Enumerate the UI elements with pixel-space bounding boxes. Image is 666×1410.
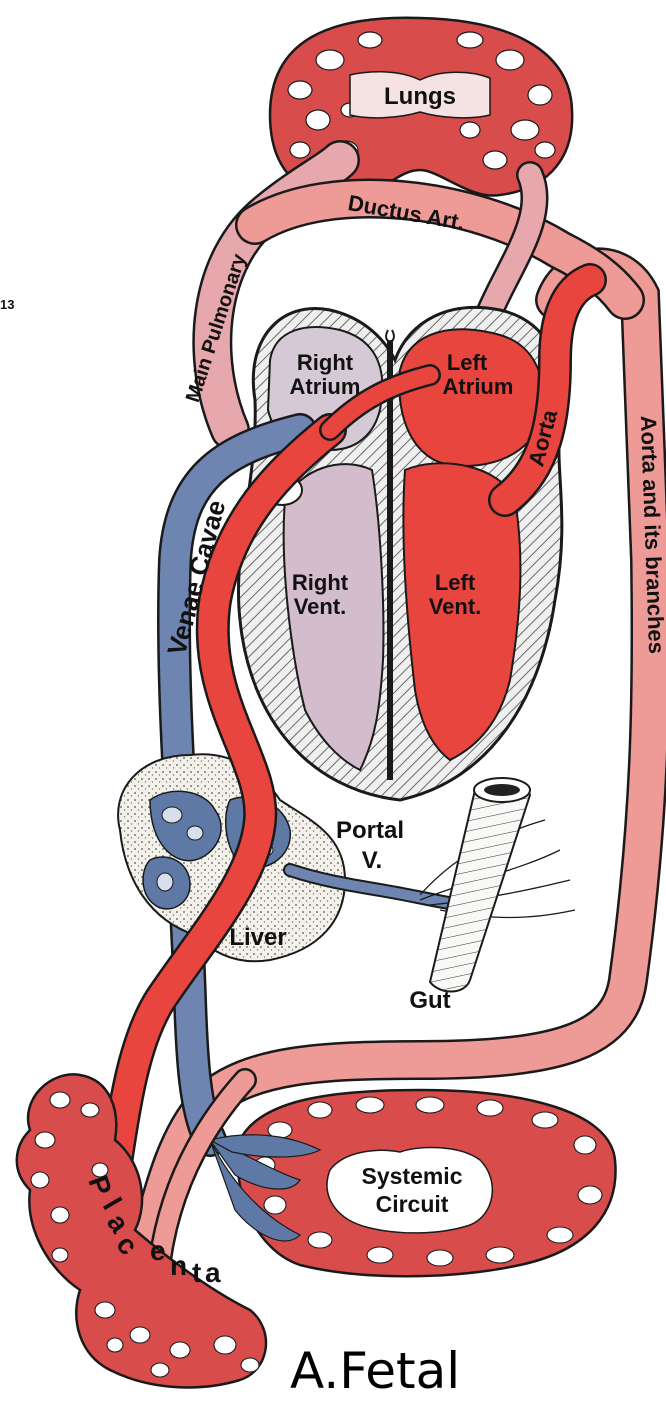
portal-label: Portal <box>336 817 404 844</box>
right-atrium-label-2: Atrium <box>290 374 361 399</box>
edge-fragment-text: 13 <box>0 297 14 312</box>
right-vent-label-2: Vent. <box>294 594 347 619</box>
placenta-letter-n: n <box>170 1250 187 1281</box>
caption-fetal: A.Fetal <box>290 1342 460 1400</box>
placenta-letter-t: t <box>192 1257 201 1288</box>
right-vent-label-1: Right <box>292 570 349 595</box>
gut <box>430 778 530 992</box>
gut-label: Gut <box>409 987 450 1014</box>
portal-label-v: V. <box>362 847 382 874</box>
circuit-label: Circuit <box>376 1191 449 1217</box>
liver-label: Liver <box>229 924 286 951</box>
lungs-label: Lungs <box>384 83 456 110</box>
systemic-label: Systemic <box>361 1163 462 1189</box>
left-vent-label-1: Left <box>435 570 476 595</box>
left-vent-label-2: Vent. <box>429 594 482 619</box>
left-atrium-label-1: Left <box>447 350 488 375</box>
placenta-letter-a2: a <box>205 1257 221 1288</box>
left-atrium-label-2: Atrium <box>443 374 514 399</box>
placenta-letter-e: e <box>150 1235 166 1266</box>
right-atrium-label-1: Right <box>297 350 354 375</box>
